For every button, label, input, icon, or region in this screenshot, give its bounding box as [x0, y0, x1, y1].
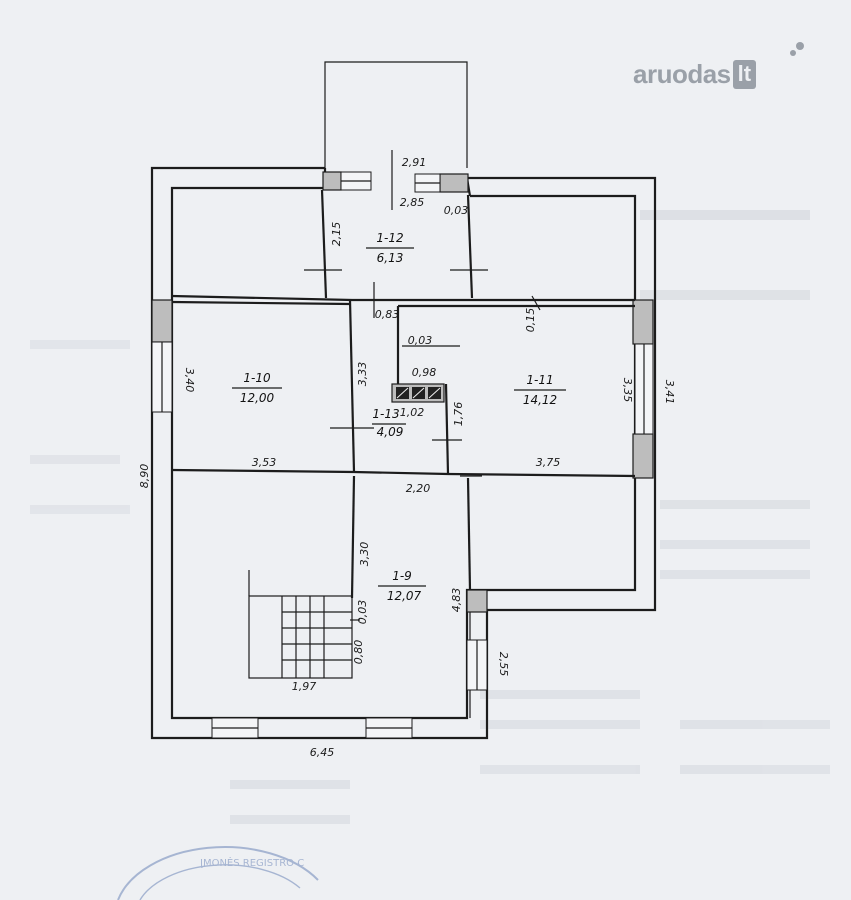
show-through-text [30, 210, 830, 824]
room-area: 6,13 [377, 251, 404, 265]
room-1-12: 1-12 6,13 [366, 231, 414, 265]
room-id: 1-10 [243, 371, 271, 385]
room-area: 14,12 [523, 393, 557, 407]
room-area: 12,07 [387, 589, 422, 603]
dim-3-41: 3,41 [663, 380, 676, 405]
logo-brand: aruodas [633, 58, 731, 89]
dim-0-83: 0,83 [375, 308, 400, 321]
room-area: 12,00 [240, 391, 275, 405]
room-id: 1-11 [526, 373, 553, 387]
dim-6-45: 6,45 [310, 746, 335, 759]
dim-3-40: 3,40 [183, 368, 196, 393]
dim-0-15: 0,15 [524, 308, 537, 333]
logo-tld: lt [732, 59, 757, 89]
dim-8-90: 8,90 [138, 464, 151, 489]
dim-2-20: 2,20 [406, 482, 431, 495]
room-id: 1-9 [392, 569, 412, 583]
room-1-13: 1-13 4,09 [372, 407, 406, 439]
dim-4-83: 4,83 [450, 588, 463, 613]
dim-3-75: 3,75 [536, 456, 561, 469]
interior-walls [171, 189, 636, 679]
logo-bubble-icon [790, 42, 804, 56]
dim-2-55: 2,55 [497, 652, 510, 677]
dim-0-03-low: 0,03 [356, 600, 369, 625]
dim-3-33: 3,33 [356, 362, 369, 387]
dim-3-35: 3,35 [621, 378, 634, 403]
dim-1-76: 1,76 [452, 402, 465, 427]
windows [151, 171, 654, 739]
dim-3-30: 3,30 [358, 542, 371, 567]
chimney [396, 387, 441, 399]
dim-0-03-mid: 0,03 [408, 334, 433, 347]
dim-0-80: 0,80 [352, 640, 365, 665]
dimension-labels: 2,91 2,85 0,03 2,15 0,83 0,15 0,03 0,98 … [138, 156, 676, 759]
registry-stamp: ĮMONĖS REGISTRO C [117, 846, 319, 900]
room-1-10: 1-10 12,00 [232, 371, 282, 405]
dim-1-97: 1,97 [292, 680, 317, 693]
dim-3-53: 3,53 [252, 456, 277, 469]
dim-0-03-top: 0,03 [444, 204, 469, 217]
staircase [248, 595, 353, 679]
porch-outline [324, 61, 468, 210]
dim-0-98: 0,98 [412, 366, 437, 379]
dim-1-02: 1,02 [400, 406, 425, 419]
room-1-11: 1-11 14,12 [514, 373, 566, 407]
room-1-9: 1-9 12,07 [378, 569, 426, 603]
aruodas-logo: aruodas lt [633, 52, 757, 96]
dim-porch-outer: 2,91 [402, 156, 427, 169]
room-id: 1-13 [372, 407, 399, 421]
dim-2-15: 2,15 [330, 222, 343, 247]
dim-porch-inner: 2,85 [400, 196, 425, 209]
dimension-lines [304, 269, 541, 621]
room-id: 1-12 [376, 231, 403, 245]
room-area: 4,09 [377, 425, 404, 439]
stamp-text: ĮMONĖS REGISTRO C [200, 856, 304, 869]
